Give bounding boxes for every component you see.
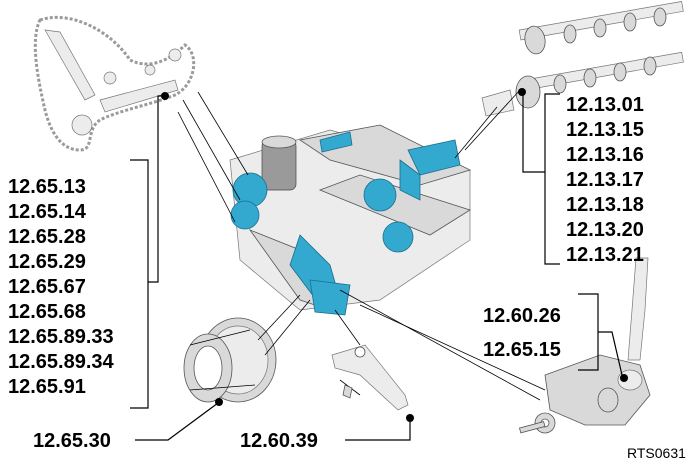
camshaft-part-numbers: 12.13.01 12.13.15 12.13.16 12.13.17 12.1… — [566, 94, 644, 266]
part-number-label: 12.65.89.34 — [8, 351, 115, 373]
oil-pump-illustration — [518, 257, 651, 434]
timing-chain-illustration — [33, 15, 196, 152]
part-number-label: 12.65.13 — [8, 176, 86, 198]
leader-lines — [130, 89, 623, 441]
crank-sprocket-illustration — [183, 317, 277, 403]
bracket-part-number: 12.60.39 — [240, 430, 318, 452]
part-number-label: 12.13.18 — [566, 194, 644, 216]
part-number-label: 12.13.01 — [566, 94, 644, 116]
sprocket-part-number: 12.65.30 — [33, 430, 111, 452]
part-number-label: 12.60.26 — [483, 305, 561, 327]
part-number-label: 12.65.15 — [483, 339, 561, 361]
part-number-label: 12.65.14 — [8, 201, 87, 223]
engine-block-illustration — [229, 124, 472, 316]
sprocket-pointer-dot — [215, 398, 223, 406]
bracket-pointer-dot — [406, 414, 414, 422]
timing-chain-pointer-dot — [161, 92, 169, 100]
diagram-reference-code: RTS0631 — [627, 445, 686, 461]
oil-pump-part-numbers: 12.60.26 12.65.15 — [483, 305, 561, 361]
part-number-label: 12.65.91 — [8, 376, 86, 398]
part-number-label: 12.65.67 — [8, 276, 86, 298]
timing-part-numbers: 12.65.13 12.65.14 12.65.28 12.65.29 12.6… — [8, 176, 115, 398]
part-number-label: 12.13.17 — [566, 169, 644, 191]
part-number-label: 12.13.15 — [566, 119, 644, 141]
part-number-label: 12.65.29 — [8, 251, 86, 273]
part-number-label: 12.65.89.33 — [8, 326, 114, 348]
part-number-label: 12.13.21 — [566, 244, 644, 266]
bracket-illustration — [331, 344, 409, 411]
part-number-label: 12.65.68 — [8, 301, 86, 323]
part-number-label: 12.13.16 — [566, 144, 644, 166]
part-number-label: 12.13.20 — [566, 219, 644, 241]
part-number-label: 12.65.28 — [8, 226, 86, 248]
camshaft-pointer-dot — [518, 88, 526, 96]
camshafts-illustration — [481, 1, 684, 117]
oil-pump-pointer-dot — [620, 374, 628, 382]
